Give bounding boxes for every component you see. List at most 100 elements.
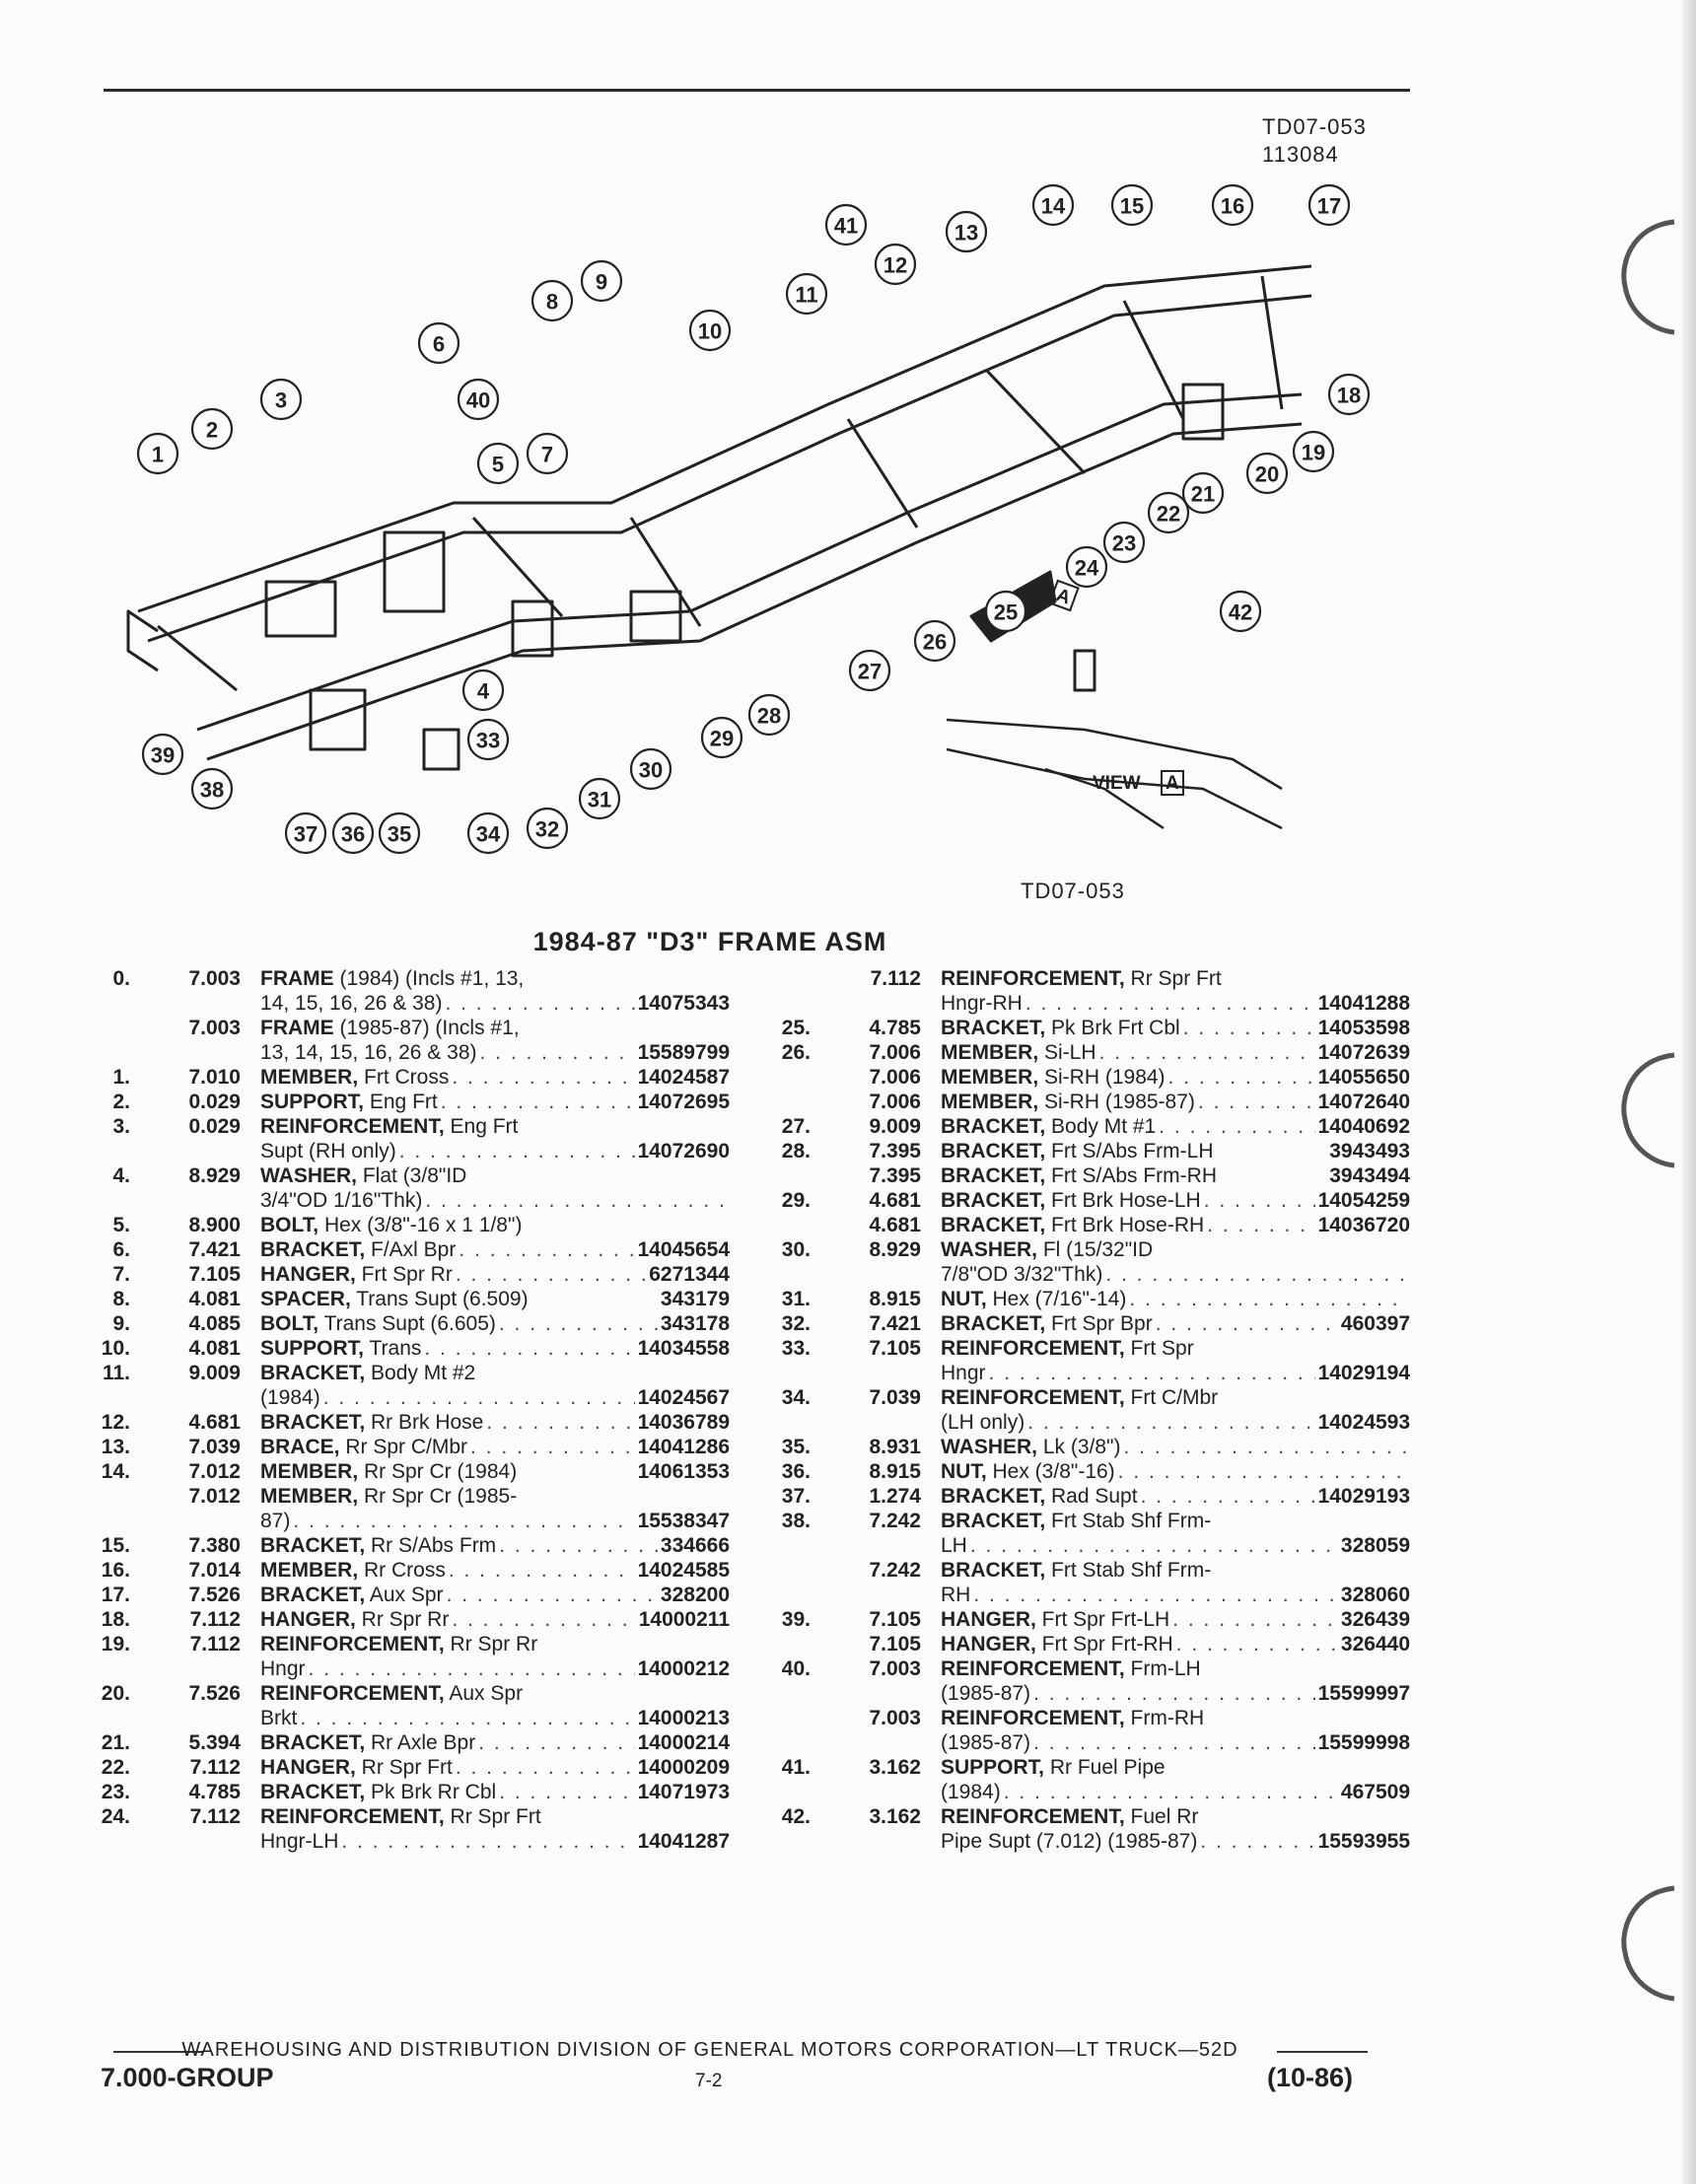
svg-text:7: 7 <box>541 443 553 467</box>
part-group-number: 7.112 <box>189 1756 241 1779</box>
leader-dots <box>499 1780 634 1804</box>
callout-30: 30 <box>629 747 672 791</box>
part-number: 15599997 <box>1317 1682 1410 1705</box>
part-description-line: REINFORCEMENT, Fuel Rr <box>941 1804 1410 1829</box>
part-name: HANGER, <box>260 1263 356 1286</box>
leader-dots <box>1207 1213 1314 1237</box>
part-description: WASHER, Lk (3/8") <box>941 1435 1410 1459</box>
part-description-line: HANGER, Frt Spr Frt-RH326440 <box>941 1632 1410 1656</box>
part-index: 20. <box>101 1682 130 1705</box>
part-description: MEMBER, Si-RH (1985-87)14072640 <box>941 1090 1410 1114</box>
part-name: BRACKET, <box>260 1238 366 1261</box>
part-detail: Rr Spr Frt <box>444 1805 541 1828</box>
part-name: BRACKET, <box>260 1362 366 1384</box>
leader-dots <box>441 1090 635 1114</box>
part-detail: Hngr-LH <box>260 1830 339 1853</box>
leader-dots <box>456 1262 646 1287</box>
part-description: FRAME (1984) (Incls #1, 13,14, 15, 16, 2… <box>260 966 730 1016</box>
part-description-line: HANGER, Frt Spr Rr6271344 <box>260 1262 730 1287</box>
part-name: SUPPORT, <box>941 1756 1045 1779</box>
part-detail: Frt Spr <box>1124 1337 1194 1360</box>
part-index: 31. <box>781 1288 811 1310</box>
part-group-number: 7.006 <box>869 1091 921 1113</box>
part-number: 460397 <box>1340 1312 1410 1335</box>
part-detail: Rr Axle Bpr <box>365 1731 476 1754</box>
part-detail: Trans Supt (6.509) <box>350 1288 529 1310</box>
part-name: REINFORCEMENT, <box>941 1707 1125 1729</box>
part-description: HANGER, Frt Spr Frt-RH326440 <box>941 1632 1410 1656</box>
part-name: BOLT, <box>260 1312 319 1335</box>
part-description-line: REINFORCEMENT, Frt Spr <box>941 1336 1410 1361</box>
leader-dots <box>1200 1829 1314 1854</box>
part-number: 14071973 <box>637 1781 730 1803</box>
svg-text:3: 3 <box>275 388 287 413</box>
part-index: 12. <box>101 1411 130 1434</box>
svg-text:42: 42 <box>1229 600 1252 625</box>
part-description-line: WASHER, Flat (3/8"ID <box>260 1163 730 1188</box>
part-group-number: 3.162 <box>869 1756 921 1779</box>
callout-33: 33 <box>466 718 510 761</box>
callout-36: 36 <box>331 811 375 855</box>
part-index: 18. <box>101 1608 130 1631</box>
part-detail: Frt Brk Hose-LH <box>1045 1189 1201 1212</box>
part-description: REINFORCEMENT, Frm-RH(1985-87)15599998 <box>941 1706 1410 1755</box>
part-detail: Rr Spr Frt <box>355 1756 453 1779</box>
part-detail: Frt Spr Rr <box>355 1263 453 1286</box>
part-description-line: WASHER, Lk (3/8") <box>941 1435 1410 1459</box>
part-name: REINFORCEMENT, <box>260 1682 445 1705</box>
binder-hole-middle <box>1615 1045 1684 1173</box>
part-name: MEMBER, <box>941 1066 1039 1089</box>
callout-16: 16 <box>1211 183 1254 227</box>
leader-dots <box>1004 1780 1338 1804</box>
part-index: 15. <box>101 1534 130 1557</box>
callout-7: 7 <box>526 432 569 475</box>
svg-text:16: 16 <box>1221 194 1244 219</box>
part-name: WASHER, <box>941 1436 1038 1458</box>
ref-number: 113084 <box>1262 142 1339 167</box>
part-number: 14029193 <box>1317 1485 1410 1508</box>
callout-13: 13 <box>945 210 988 253</box>
callout-18: 18 <box>1327 373 1371 416</box>
leader-dots <box>300 1706 634 1730</box>
part-group-number: 7.010 <box>188 1066 241 1089</box>
part-number: 14029194 <box>1317 1362 1410 1384</box>
callout-12: 12 <box>874 243 917 286</box>
svg-text:40: 40 <box>466 388 490 413</box>
part-group-number: 0.029 <box>188 1115 241 1138</box>
part-description-line: LH328059 <box>941 1533 1410 1558</box>
part-index: 42. <box>781 1805 811 1828</box>
part-index: 14. <box>101 1460 130 1483</box>
part-index: 28. <box>781 1140 811 1162</box>
part-description-line: FRAME (1985-87) (Incls #1, <box>260 1016 730 1040</box>
part-description-line: MEMBER, Si-LH14072639 <box>941 1040 1410 1065</box>
part-description: REINFORCEMENT, Frm-LH(1985-87)15599997 <box>941 1656 1410 1706</box>
svg-text:12: 12 <box>883 253 907 278</box>
part-group-number: 7.526 <box>188 1682 241 1705</box>
part-detail: Si-RH (1985-87) <box>1038 1091 1195 1113</box>
part-detail: Aux Spr <box>444 1682 524 1705</box>
callout-41: 41 <box>824 203 868 247</box>
callout-19: 19 <box>1292 430 1335 473</box>
part-description-line: 7/8"OD 3/32"Thk) <box>941 1262 1410 1287</box>
callout-23: 23 <box>1102 521 1146 564</box>
part-index: 5. <box>112 1214 130 1236</box>
part-group-number: 9.009 <box>188 1362 241 1384</box>
part-description-line: (1985-87)15599998 <box>941 1730 1410 1755</box>
part-name: BRACKET, <box>260 1731 366 1754</box>
callout-24: 24 <box>1065 545 1108 589</box>
part-description-line: MEMBER, Rr Spr Cr (1985- <box>260 1484 730 1509</box>
part-detail: Frt Stab Shf Frm- <box>1045 1510 1212 1532</box>
part-name: REINFORCEMENT, <box>260 1633 445 1656</box>
part-number: 14072695 <box>637 1091 730 1113</box>
part-description-line: 3/4"OD 1/16"Thk) <box>260 1188 730 1213</box>
part-number: 14054259 <box>1317 1189 1410 1212</box>
leader-dots <box>425 1188 727 1213</box>
